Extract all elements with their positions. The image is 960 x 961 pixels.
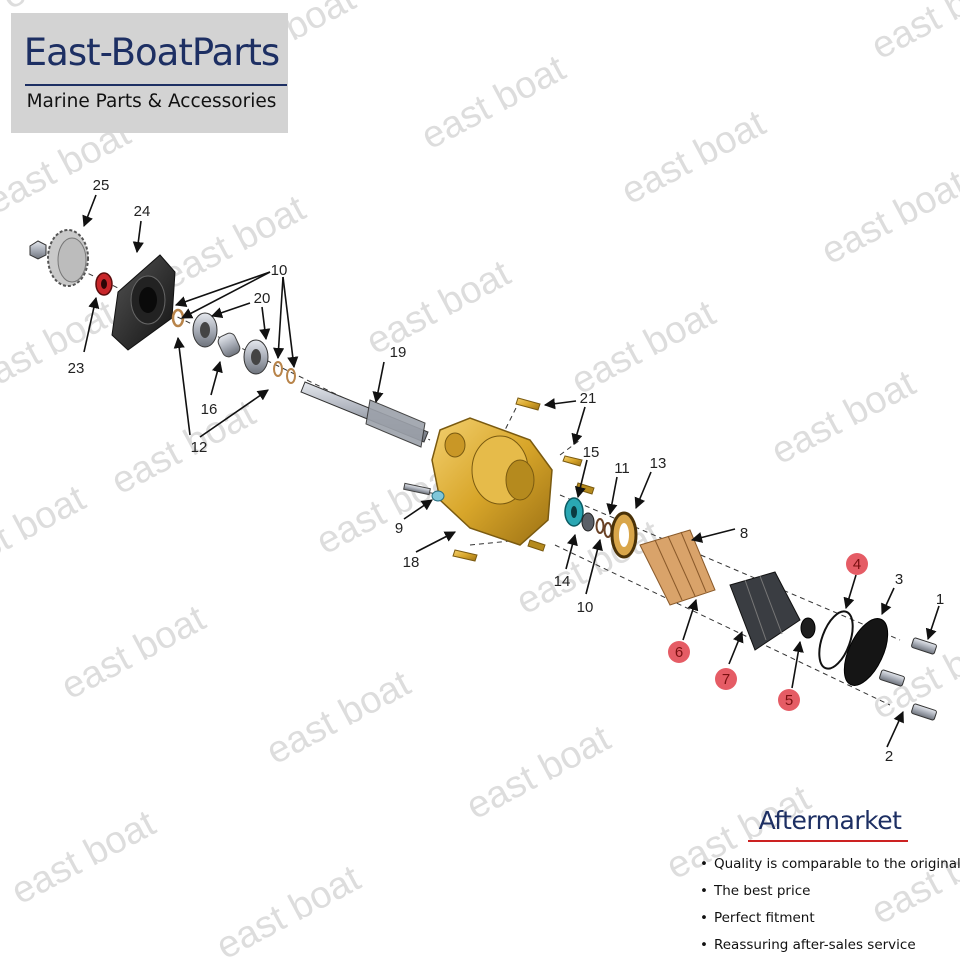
- aftermarket-point: The best price: [700, 880, 960, 907]
- callout-highlight: [778, 689, 800, 711]
- aftermarket-point: Reassuring after-sales service: [700, 934, 960, 961]
- callout-number: 7: [722, 671, 730, 688]
- callout-number: 15: [583, 444, 600, 461]
- callout-number: 23: [68, 360, 85, 377]
- callout-number: 3: [895, 571, 903, 588]
- part-cover-3: [843, 618, 889, 686]
- callout-number: 2: [885, 748, 893, 765]
- callout-number: 13: [650, 455, 667, 472]
- brand-divider: [25, 84, 287, 86]
- part-zinc-9: [403, 482, 445, 502]
- part-seal-23: [95, 272, 113, 296]
- part-wear-plate-13: [610, 511, 638, 559]
- callout-number: 19: [390, 344, 407, 361]
- aftermarket-point: Perfect fitment: [700, 907, 960, 934]
- callout-highlight: [715, 668, 737, 690]
- part-pump-body-18: [431, 417, 553, 546]
- brand-logo: East-BoatParts Marine Parts & Accessorie…: [11, 13, 288, 133]
- aftermarket-point: Quality is comparable to the original: [700, 853, 960, 880]
- watermark: east boat: [615, 102, 773, 213]
- part-bearing-20b: [243, 339, 269, 375]
- watermark: east boat: [815, 162, 960, 273]
- watermark: east boat: [210, 857, 368, 960]
- part-washer-14: [581, 512, 595, 532]
- watermark: east boat: [865, 0, 960, 68]
- watermark: east boat: [415, 47, 573, 158]
- callout-highlight: [846, 553, 868, 575]
- callout-number: 9: [395, 520, 403, 537]
- part-oring-10b: [273, 361, 296, 384]
- watermark: east boat: [0, 292, 123, 403]
- watermark: east boat: [765, 362, 923, 473]
- callout-number: 8: [740, 525, 748, 542]
- part-shaft-19: [300, 381, 429, 448]
- callout-arrows: [82, 194, 940, 748]
- brand-name: East-BoatParts: [23, 31, 280, 74]
- callout-number: 12: [191, 439, 208, 456]
- part-bracket-24: [111, 254, 176, 351]
- part-seal-5: [800, 617, 816, 639]
- part-screws-1: [879, 637, 937, 721]
- aftermarket-underline: [748, 840, 908, 842]
- callout-number: 6: [675, 644, 683, 661]
- callout-number: 24: [134, 203, 151, 220]
- watermark: east boat: [0, 477, 93, 588]
- watermark: east boat: [55, 597, 213, 708]
- watermark: east boat: [155, 187, 313, 298]
- aftermarket-list: Quality is comparable to the original Th…: [700, 853, 960, 961]
- callout-number: 11: [614, 460, 630, 477]
- callout-number: 5: [785, 692, 793, 709]
- part-gear-25: [47, 229, 89, 287]
- callout-number: 1: [936, 591, 944, 608]
- part-nut-25: [29, 240, 47, 260]
- brand-tagline: Marine Parts & Accessories: [26, 91, 277, 112]
- part-oring-4: [818, 610, 854, 670]
- watermark: east boat: [105, 392, 263, 503]
- part-seal-15: [564, 497, 584, 527]
- watermark: east boat: [565, 292, 723, 403]
- callout-number: 18: [403, 554, 420, 571]
- part-bearing-20: [192, 312, 218, 348]
- part-spacer-16: [217, 332, 241, 358]
- callout-number: 4: [853, 556, 861, 573]
- callout-number: 20: [254, 290, 271, 307]
- part-impeller-7: [729, 571, 801, 651]
- watermark: east boat: [460, 717, 618, 828]
- callout-number: 16: [201, 401, 218, 418]
- callout-number: 14: [554, 573, 571, 590]
- callout-highlight: [668, 641, 690, 663]
- part-cam-8: [639, 529, 716, 606]
- watermark: east boat: [360, 252, 518, 363]
- callout-number: 21: [580, 390, 597, 407]
- callout-number: 10: [271, 262, 288, 279]
- callout-number: 25: [93, 177, 110, 194]
- watermark: east boat: [260, 662, 418, 773]
- callout-number: 10: [577, 599, 594, 616]
- part-oring-10: [171, 308, 185, 328]
- watermark: east boat: [5, 802, 163, 913]
- aftermarket-title: Aftermarket: [758, 806, 902, 835]
